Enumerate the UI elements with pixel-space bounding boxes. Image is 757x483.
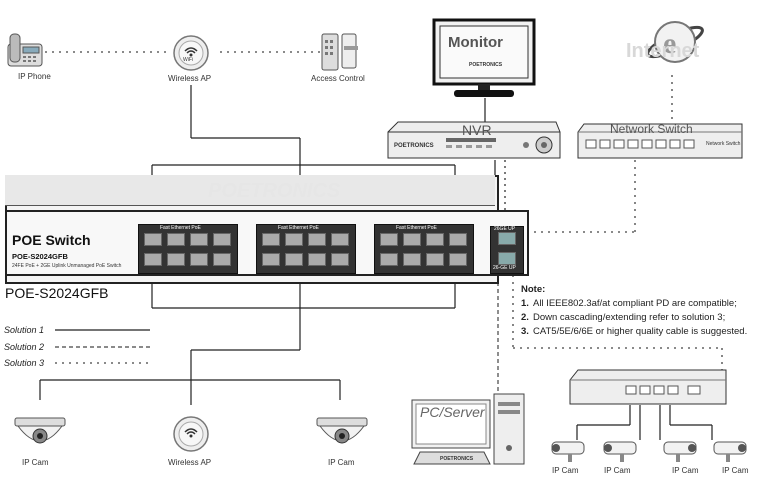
legend-solution-3: Solution 3: [4, 358, 45, 368]
port-group-1-label: Fast Ethernet PoE: [160, 225, 201, 231]
ip-cam-r1-label: IP Cam: [552, 466, 579, 475]
note-3: CAT5/5E/6/6E or higher quality cable is …: [533, 326, 748, 337]
poe-port-10[interactable]: [285, 233, 303, 246]
note-1-number: 1.: [521, 298, 529, 309]
poe-port-22[interactable]: [403, 253, 421, 266]
note-2: Down cascading/extending refer to soluti…: [533, 312, 726, 323]
note-3-number: 3.: [521, 326, 529, 337]
monitor-brand: POETRONICS: [469, 62, 503, 68]
brand-watermark: POETRONICS: [208, 180, 341, 202]
poe-port-8[interactable]: [213, 253, 231, 266]
port-group-1: [138, 224, 238, 274]
wireless-ap-icon: [172, 34, 210, 72]
ip-cam-r3-label: IP Cam: [672, 466, 699, 475]
ip-cam-left-label: IP Cam: [22, 458, 49, 467]
poe-port-21[interactable]: [380, 253, 398, 266]
poe-port-13[interactable]: [262, 253, 280, 266]
internet-icon: e: [640, 10, 710, 70]
poe-port-11[interactable]: [308, 233, 326, 246]
bullet-cam-2-icon: [600, 438, 640, 464]
pc-brand: POETRONICS: [440, 456, 474, 462]
switch-title: POE Switch: [12, 232, 91, 248]
nvr-icon: [386, 120, 562, 162]
poe-port-18[interactable]: [403, 233, 421, 246]
wireless-ap-bottom-icon: [172, 415, 210, 453]
uplink-label-2: 26-GE UP: [493, 265, 516, 271]
poe-port-4[interactable]: [213, 233, 231, 246]
poe-port-5[interactable]: [144, 253, 162, 266]
poe-port-7[interactable]: [190, 253, 208, 266]
poe-switch-top-face: [5, 175, 495, 206]
pc-server-icon: [410, 388, 530, 470]
network-switch-label: Network Switch: [610, 122, 693, 136]
nvr-brand: POETRONICS: [394, 143, 434, 149]
notes-title: Note:: [521, 284, 546, 295]
bullet-cam-1-icon: [548, 438, 588, 464]
access-control-label: Access Control: [311, 74, 365, 83]
poe-port-1[interactable]: [144, 233, 162, 246]
poe-port-12[interactable]: [331, 233, 349, 246]
nvr-label: NVR: [462, 122, 492, 138]
poe-port-23[interactable]: [426, 253, 444, 266]
note-1: All IEEE802.3af/at compliant PD are comp…: [533, 298, 737, 309]
bullet-cam-3-icon: [660, 438, 700, 464]
uplink-port-25[interactable]: [498, 232, 516, 245]
poe-port-24[interactable]: [449, 253, 467, 266]
switch-desc: 24FE PoE + 2GE Uplink Unmanaged PoE Swit…: [12, 263, 122, 269]
wifi-badge: WiFi: [183, 57, 193, 63]
switch-model: POE-S2024GFB: [12, 252, 68, 261]
network-switch-icon: [576, 122, 744, 162]
pc-server-label: PC/Server: [420, 404, 485, 420]
switch-model-caption: POE-S2024GFB: [5, 285, 109, 301]
poe-port-15[interactable]: [308, 253, 326, 266]
ip-cam-mid-label: IP Cam: [328, 458, 355, 467]
monitor-icon: [432, 18, 536, 100]
internet-label: Internet: [626, 40, 700, 62]
ip-cam-r4-label: IP Cam: [722, 466, 749, 475]
poe-port-9[interactable]: [262, 233, 280, 246]
poe-port-3[interactable]: [190, 233, 208, 246]
network-switch-tag: Network Switch: [706, 141, 741, 147]
port-group-2-label: Fast Ethernet PoE: [278, 225, 319, 231]
uplink-label: 26GE UP: [494, 226, 516, 232]
legend-solution-2: Solution 2: [4, 342, 45, 352]
ip-phone-icon: [5, 30, 45, 70]
poe-port-19[interactable]: [426, 233, 444, 246]
poe-port-17[interactable]: [380, 233, 398, 246]
svg-text:e: e: [663, 27, 676, 60]
uplink-port-26[interactable]: [498, 252, 516, 265]
poe-port-20[interactable]: [449, 233, 467, 246]
bullet-cam-4-icon: [710, 438, 750, 464]
ip-phone-label: IP Phone: [18, 72, 51, 81]
cascaded-switch-icon: [568, 368, 728, 408]
monitor-label: Monitor: [448, 34, 503, 51]
port-group-2: [256, 224, 356, 274]
poe-port-2[interactable]: [167, 233, 185, 246]
poe-port-14[interactable]: [285, 253, 303, 266]
wireless-ap-bottom-label: Wireless AP: [168, 458, 212, 467]
access-control-icon: [320, 30, 360, 74]
legend-solution-1: Solution 1: [4, 325, 45, 335]
wireless-ap-label: Wireless AP: [168, 74, 212, 83]
ip-cam-dome-mid-icon: [312, 400, 372, 450]
ip-cam-r2-label: IP Cam: [604, 466, 631, 475]
port-group-3-label: Fast Ethernet PoE: [396, 225, 437, 231]
ip-cam-dome-left-icon: [10, 400, 70, 450]
poe-port-6[interactable]: [167, 253, 185, 266]
note-2-number: 2.: [521, 312, 529, 323]
port-group-3: [374, 224, 474, 274]
poe-port-16[interactable]: [331, 253, 349, 266]
